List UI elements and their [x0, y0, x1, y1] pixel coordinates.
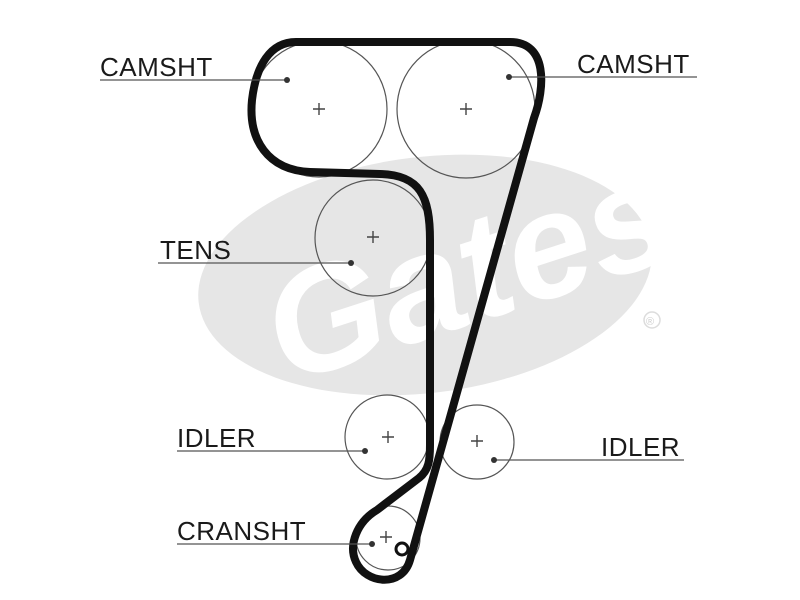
label-leaders	[100, 74, 697, 547]
gates-watermark-logo: Gates ®	[198, 126, 692, 415]
timing-belt	[247, 38, 546, 584]
crankshaft-label: CRANSHT	[177, 516, 307, 546]
idler-left-label: IDLER	[177, 423, 257, 453]
idler-right-label: IDLER	[601, 432, 681, 462]
tensioner-label: TENS	[160, 235, 232, 265]
crankshaft-timing-mark-icon	[394, 541, 410, 557]
camshaft-left-label: CAMSHT	[100, 52, 213, 82]
camshaft-right-label: CAMSHT	[577, 49, 690, 79]
svg-text:®: ®	[646, 316, 654, 328]
pulley-center-marks	[313, 103, 483, 543]
